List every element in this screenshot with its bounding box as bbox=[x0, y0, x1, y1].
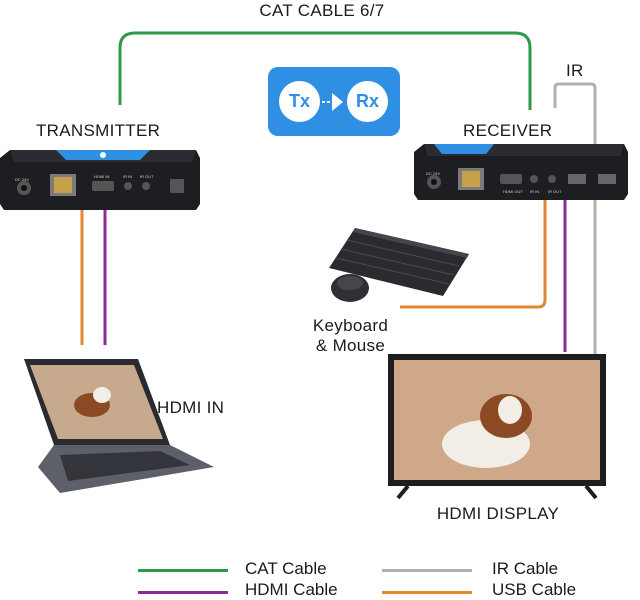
legend-cat-swatch bbox=[138, 569, 228, 572]
tx-port-ir-out: IR OUT bbox=[140, 174, 154, 179]
rx-port-ir-out: IR OUT bbox=[548, 189, 562, 194]
tv-display-icon bbox=[388, 354, 606, 500]
hdmi-in-label: HDMI IN bbox=[157, 398, 225, 417]
tx-rx-badge: Tx Rx bbox=[268, 67, 400, 136]
receiver-label: RECEIVER bbox=[463, 121, 553, 140]
legend-usb-label: USB Cable bbox=[492, 580, 577, 599]
tx-port-ir-in: IR IN bbox=[123, 174, 133, 179]
keyboard-icon bbox=[329, 228, 469, 296]
ir-cable-line bbox=[553, 82, 597, 356]
legend-hdmi-swatch bbox=[138, 591, 228, 594]
legend-hdmi-label: HDMI Cable bbox=[245, 580, 338, 599]
arrow-right-icon bbox=[322, 93, 343, 111]
rx-circle: Rx bbox=[347, 81, 388, 122]
cat-cable-label: CAT CABLE 6/7 bbox=[259, 1, 385, 20]
tx-circle: Tx bbox=[279, 81, 320, 122]
receiver-device bbox=[414, 144, 628, 200]
tx-port-dc: DC 24V bbox=[15, 177, 30, 182]
keyboard-label-line1: Keyboard bbox=[312, 316, 389, 335]
cat-cable-line bbox=[118, 31, 532, 110]
legend-ir-label: IR Cable bbox=[492, 559, 559, 578]
keyboard-label-line2: & Mouse bbox=[315, 336, 386, 355]
transmitter-label: TRANSMITTER bbox=[36, 121, 161, 140]
rx-port-hdmi: HDMI OUT bbox=[503, 189, 523, 194]
rx-port-dc: DC 24V bbox=[426, 171, 441, 176]
ir-label: IR bbox=[566, 61, 584, 80]
legend-usb-swatch bbox=[382, 591, 472, 594]
legend-ir-swatch bbox=[382, 569, 472, 572]
tx-port-hdmi: HDMI IN bbox=[94, 174, 110, 179]
laptop-icon bbox=[24, 359, 214, 493]
legend-cat-label: CAT Cable bbox=[245, 559, 327, 578]
transmitter-device bbox=[0, 150, 200, 210]
hdmi-display-label: HDMI DISPLAY bbox=[436, 504, 560, 523]
mouse-icon bbox=[331, 274, 369, 302]
rx-usb-cable-line bbox=[400, 200, 547, 309]
rx-port-ir-in: IR IN bbox=[530, 189, 540, 194]
